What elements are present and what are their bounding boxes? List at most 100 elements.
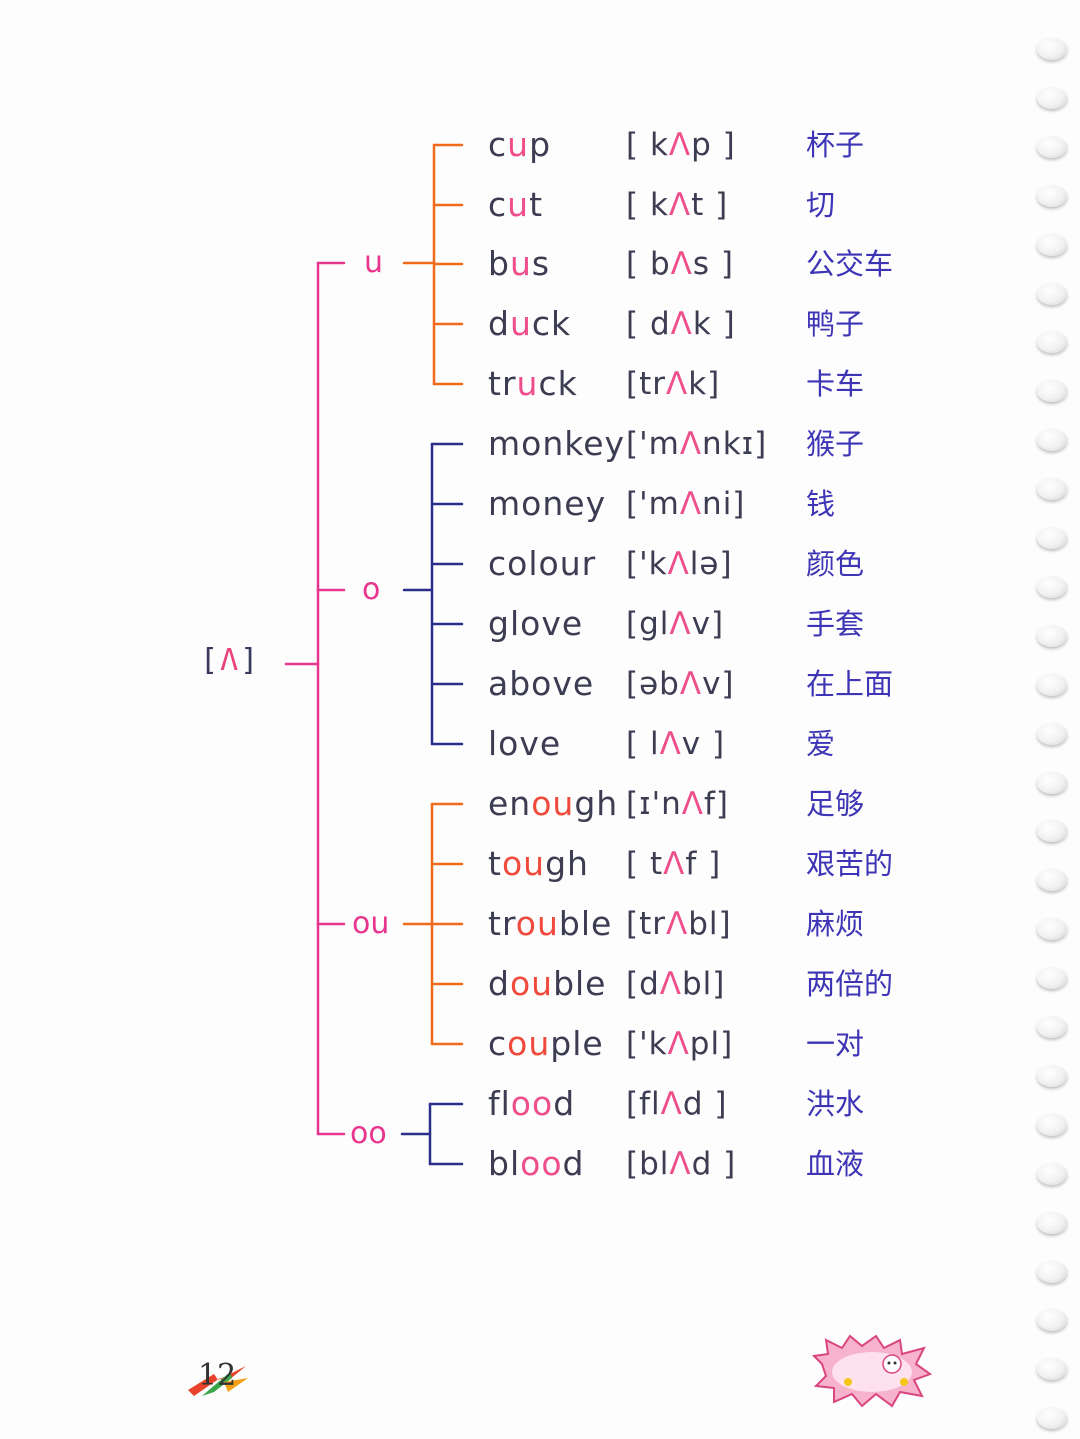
phonetic-transcription: [blΛd ] [626,1139,736,1189]
phonetic-part: nkɪ] [702,426,768,462]
english-word: tough [488,839,589,889]
word-prefix: fl [488,1084,511,1123]
word-suffix: nkey [542,424,626,463]
phonetic-part: [ d [626,306,671,342]
phonetic-part: v] [691,606,725,642]
list-item: truck[trΛk]卡车 [0,359,1000,409]
english-word: glove [488,599,583,649]
english-word: above [488,659,594,709]
word-highlight-letters: o [521,484,543,523]
chinese-meaning: 足够 [806,787,865,821]
word-suffix: t [529,185,544,224]
binding-ring [1037,771,1067,794]
phonetic-vowel-symbol: Λ [679,426,703,462]
phonetic-vowel-symbol: Λ [679,486,703,522]
phonetic-transcription: [ kΛp ] [626,120,736,170]
word-prefix: bl [488,1144,521,1183]
word-suffix: gh [574,784,619,823]
word-prefix: b [488,244,510,283]
phonetic-transcription: ['mΛni] [626,479,745,529]
phonetic-part: s ] [692,246,734,282]
phonetic-vowel-symbol: Λ [660,1086,683,1122]
binding-ring [1037,1407,1067,1430]
phonetic-vowel-symbol: Λ [668,127,692,163]
list-item: cup[ kΛp ]杯子 [0,120,1000,170]
english-word: blood [488,1139,584,1189]
word-prefix: ab [488,664,532,703]
english-word: flood [488,1079,575,1129]
phonetic-transcription: [flΛd ] [626,1079,727,1129]
chinese-meaning: 钱 [806,487,836,521]
binding-ring [1037,1358,1067,1381]
phonetic-transcription: ['kΛpl] [626,1019,733,1069]
binding-ring [1037,1162,1067,1185]
word-highlight-letters: ou [507,1024,551,1063]
chinese-meaning: 猴子 [806,427,865,461]
english-word: trouble [488,899,612,949]
phonetic-transcription: [ɪ'nΛf] [626,779,729,829]
phonetic-vowel-symbol: Λ [666,366,689,402]
chinese-meaning: 艰苦的 [806,847,894,881]
binding-ring [1037,1016,1067,1038]
chinese-meaning: 手套 [806,607,865,641]
chinese-meaning: 血液 [806,1147,865,1181]
phonetic-transcription: [trΛbl] [626,899,732,949]
binding-ring [1037,478,1067,501]
phonetic-part: [ɪ'n [626,786,682,822]
word-prefix: l [488,724,499,763]
binding-ring [1037,918,1067,941]
phonetic-part: [tr [626,366,666,402]
phonetic-vowel-symbol: Λ [667,546,690,582]
english-word: cup [488,120,551,170]
binding-ring [1037,429,1067,452]
phonetic-part: d ] [691,1146,737,1182]
phonetic-part: ['m [626,486,680,522]
binding-ring [1037,1260,1067,1283]
word-highlight-letters: u [507,125,530,164]
word-suffix: ney [542,484,607,523]
phonetic-transcription: ['mΛnkɪ] [626,419,767,469]
word-prefix: c [488,125,508,164]
list-item: couple['kΛpl]一对 [0,1019,1000,1069]
phonetic-part: [gl [626,606,670,642]
chinese-meaning: 爱 [806,727,836,761]
word-suffix: gh [545,844,589,883]
binding-ring [1037,1211,1067,1234]
phonetic-transcription: [ tΛf ] [626,839,721,889]
binding-ring [1037,967,1067,990]
binding-ring [1037,722,1067,745]
phonetic-part: [ k [626,127,669,163]
english-word: cut [488,180,543,230]
binding-ring [1037,624,1067,647]
chinese-meaning: 一对 [806,1027,865,1061]
list-item: money['mΛni]钱 [0,479,1000,529]
word-prefix: tr [488,364,517,403]
list-item: enough[ɪ'nΛf]足够 [0,779,1000,829]
word-suffix: s [531,244,551,283]
phonetic-vowel-symbol: Λ [679,666,703,702]
sticker-icon [811,1334,933,1408]
phonetic-transcription: [dΛbl] [626,959,725,1009]
phonetic-vowel-symbol: Λ [669,606,692,642]
phonetic-transcription: [ lΛv ] [626,719,725,769]
phonetic-part: t ] [691,187,729,223]
english-word: colour [488,539,596,589]
list-item: blood [blΛd ] 血液 [0,1139,1000,1189]
phonetic-part: bl] [688,906,732,942]
phonetic-transcription: [ kΛt ] [626,180,728,230]
word-highlight-letters: o [531,664,553,703]
phonetic-part: ['k [626,546,668,582]
word-highlight-letters: ou [515,904,559,943]
word-prefix: gl [488,604,521,643]
word-suffix: ve [519,724,562,763]
word-prefix: m [488,424,522,463]
binding-ring [1037,331,1067,354]
phonetic-part: ni] [702,486,746,522]
page-number: 12 [184,1352,254,1402]
phonetic-transcription: [ bΛs ] [626,239,734,289]
phonetic-vowel-symbol: Λ [669,1146,692,1182]
list-item: flood[flΛd ]洪水 [0,1079,1000,1129]
phonetic-transcription: [əbΛv] [626,659,735,709]
list-item: trouble[trΛbl]麻烦 [0,899,1000,949]
